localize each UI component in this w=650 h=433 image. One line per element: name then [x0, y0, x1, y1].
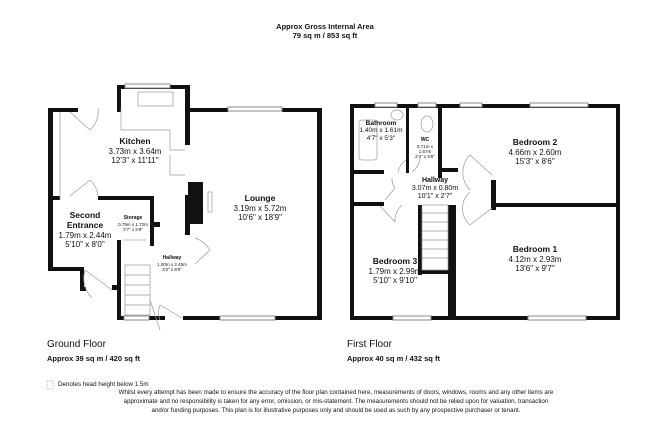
disclaimer: Whilst every attempt has been made to en…	[118, 389, 554, 414]
room-bedroom-1: Bedroom 1 4.12m x 2.93m 13'6" x 9'7"	[490, 244, 580, 273]
room-name: WC	[420, 137, 430, 143]
room-imperial: 10'6" x 18'9"	[238, 212, 282, 222]
room-bathroom: Bathroom 1.40m x 1.61m 4'7" x 5'3"	[355, 120, 407, 142]
ground-floor-fixtures	[59, 91, 213, 331]
room-imperial: 13'6" x 9'7"	[515, 263, 555, 273]
room-imperial: 2'7" x 5'8"	[123, 226, 143, 232]
room-wc: WC 0.71m x 1.67m 2'4" x 5'6"	[412, 137, 438, 160]
room-imperial: 5'10" x 8'0"	[65, 239, 105, 249]
room-name: Hallway	[421, 177, 449, 184]
room-imperial: 5'10" x 9'10"	[373, 275, 417, 285]
sink-icon	[137, 91, 174, 107]
room-metric: 4.66m x 2.60m	[508, 147, 562, 157]
room-metric: 1.00m x 2.45m	[157, 261, 187, 267]
room-second-entrance: Second Entrance 1.79m x 2.44m 5'10" x 8'…	[55, 210, 115, 249]
first-floor-caption: First Floor Approx 40 sq m / 432 sq ft	[347, 339, 440, 363]
room-metric: 3.73m x 3.64m	[108, 146, 162, 156]
room-metric: 0.79m x 1.72m	[118, 221, 148, 227]
room-metric: 3.19m x 5.72m	[233, 203, 287, 213]
room-name: Bedroom 3	[372, 256, 418, 266]
legend-swatch	[46, 380, 54, 390]
room-imperial: 4'7" x 5'3"	[366, 134, 396, 142]
room-metric: 4.12m x 2.93m	[508, 254, 562, 264]
first-floor-walls	[350, 104, 620, 320]
room-metric: 1.79m x 2.44m	[58, 230, 112, 240]
room-imperial: 15'3" x 8'6"	[515, 156, 555, 166]
room-name: Kitchen	[119, 136, 151, 146]
room-metric: 1.40m x 1.61m	[359, 127, 403, 135]
ground-floor-windows	[123, 83, 283, 321]
room-name: Bathroom	[365, 120, 397, 127]
first-floor-area: Approx 40 sq m / 432 sq ft	[347, 354, 440, 363]
room-name: Bedroom 1	[512, 244, 558, 254]
room-name: Second Entrance	[66, 210, 104, 230]
room-metric: 1.79m x 2.99m	[368, 266, 422, 276]
toilet-icon	[420, 115, 434, 133]
first-floor-name: First Floor	[347, 339, 392, 350]
legend-text: Denotes head height below 1.5m	[58, 381, 149, 388]
room-imperial: 12'3" x 11'11"	[111, 155, 159, 165]
room-name: Hallway	[162, 255, 182, 261]
gross-area-value: 79 sq m / 853 sq ft	[292, 31, 358, 40]
room-lounge: Lounge 3.19m x 5.72m 10'6" x 18'9"	[215, 193, 305, 222]
ground-floor-area: Approx 39 sq m / 420 sq ft	[47, 354, 140, 363]
room-imperial: 2'4" x 5'6"	[415, 154, 435, 160]
first-floor-fixtures	[358, 109, 493, 271]
ground-floor-name: Ground Floor	[47, 339, 106, 350]
room-metric: 0.71m x 1.67m	[416, 143, 433, 154]
room-kitchen: Kitchen 3.73m x 3.64m 12'3" x 11'11"	[90, 136, 180, 165]
room-name: Storage	[123, 215, 143, 221]
room-hallway-ground: Hallway 1.00m x 2.45m 3'3" x 8'0"	[152, 255, 192, 272]
bath-icon	[358, 119, 378, 161]
room-storage: Storage 0.79m x 1.72m 2'7" x 5'8"	[113, 215, 153, 232]
room-metric: 3.07m x 0.80m	[411, 185, 459, 193]
gross-area-header: Approx Gross Internal Area 79 sq m / 853…	[0, 22, 650, 40]
room-imperial: 3'3" x 8'0"	[162, 266, 182, 272]
gross-area-title: Approx Gross Internal Area	[276, 22, 374, 31]
room-hallway-first: Hallway 3.07m x 0.80m 10'1" x 2'7"	[405, 177, 465, 201]
stairs	[124, 264, 151, 316]
room-name: Bedroom 2	[512, 137, 558, 147]
basin-icon	[390, 109, 404, 121]
room-bedroom-3: Bedroom 3 1.79m x 2.99m 5'10" x 9'10"	[355, 256, 435, 285]
ground-floor-caption: Ground Floor Approx 39 sq m / 420 sq ft	[47, 339, 140, 363]
first-floor-windows	[374, 102, 589, 321]
room-imperial: 10'1" x 2'7"	[417, 193, 453, 201]
room-name: Lounge	[244, 193, 276, 203]
room-bedroom-2: Bedroom 2 4.66m x 2.60m 15'3" x 8'6"	[490, 137, 580, 166]
